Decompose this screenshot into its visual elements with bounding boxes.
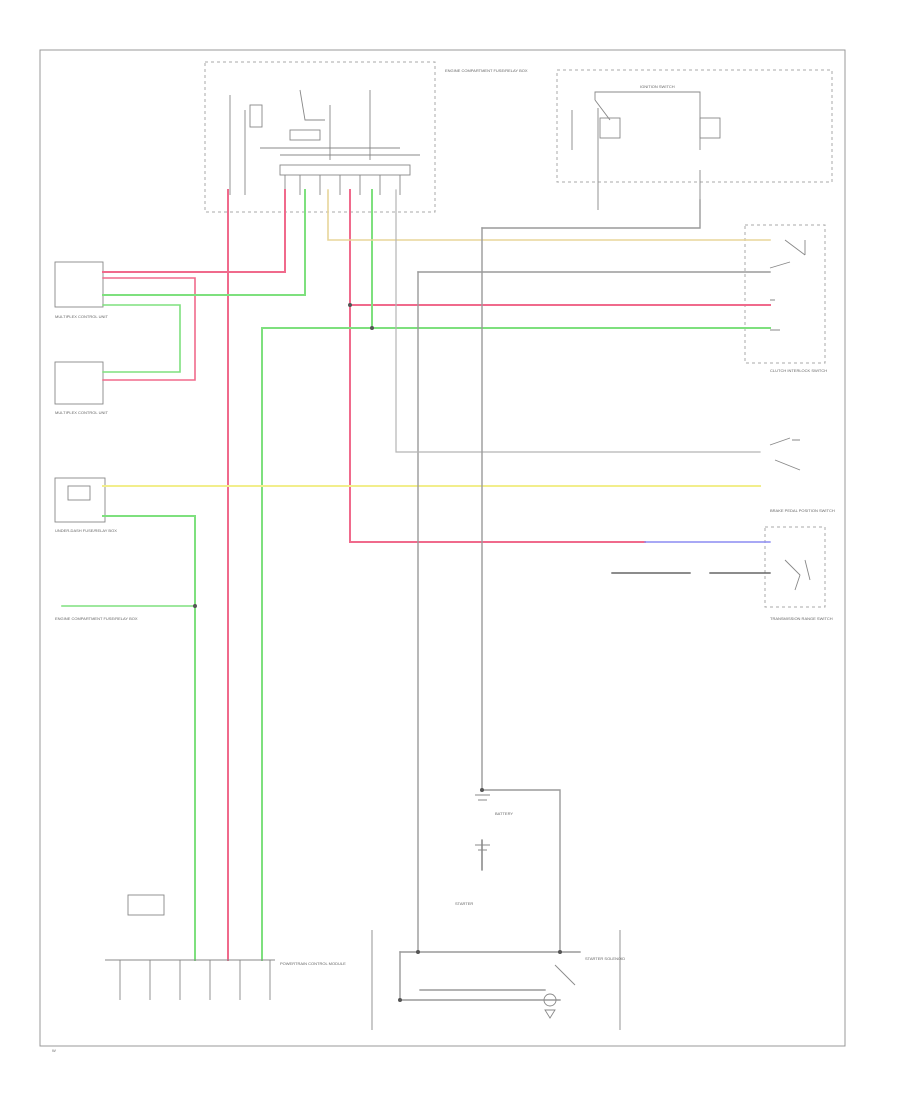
label-range-switch: TRANSMISSION RANGE SWITCH xyxy=(770,616,833,621)
brake-switch-symbol xyxy=(769,437,801,471)
label-mcu-1: MULTIPLEX CONTROL UNIT xyxy=(55,314,108,319)
label-pcm: POWERTRAIN CONTROL MODULE xyxy=(280,961,346,966)
label-starter-solenoid: STARTER SOLENOID xyxy=(585,956,625,961)
ignition-switch-symbol xyxy=(571,91,721,210)
green-wires xyxy=(61,189,771,961)
label-brake-switch: BRAKE PEDAL POSITION SWITCH xyxy=(770,508,835,513)
range-switch-symbol xyxy=(784,559,811,591)
left-module-2 xyxy=(54,361,104,405)
clutch-switch-enclosure xyxy=(744,224,826,364)
label-clutch-switch: CLUTCH INTERLOCK SWITCH xyxy=(770,368,827,373)
clutch-switch-symbol xyxy=(769,239,806,331)
label-footer: W xyxy=(52,1048,56,1053)
fuse-box-enclosure xyxy=(204,61,436,213)
label-ignition-switch: IGNITION SWITCH xyxy=(640,84,675,89)
dark-wires xyxy=(481,572,771,871)
left-module-3 xyxy=(54,477,106,523)
label-mcu-2: MULTIPLEX CONTROL UNIT xyxy=(55,410,108,415)
label-engine-box: ENGINE COMPARTMENT FUSE/RELAY BOX xyxy=(55,616,138,621)
label-starter: STARTER xyxy=(455,901,473,906)
pcm-connector xyxy=(105,894,275,1000)
connection-nodes xyxy=(193,303,562,1002)
red-wires xyxy=(102,189,771,961)
range-switch-enclosure xyxy=(764,526,826,608)
label-fuse-box: ENGINE COMPARTMENT FUSE/RELAY BOX xyxy=(445,68,528,73)
battery-symbol xyxy=(475,794,490,851)
ignition-switch-enclosure xyxy=(556,69,833,183)
diagram-frame xyxy=(39,49,846,1047)
label-battery: BATTERY xyxy=(495,811,513,816)
yellow-wires xyxy=(102,189,771,487)
left-module-1 xyxy=(54,261,104,308)
fuse-box-symbol xyxy=(229,89,420,195)
gray-wires xyxy=(395,189,771,1001)
label-underdash-box: UNDER-DASH FUSE/RELAY BOX xyxy=(55,528,117,533)
starter-symbol xyxy=(371,930,621,1030)
